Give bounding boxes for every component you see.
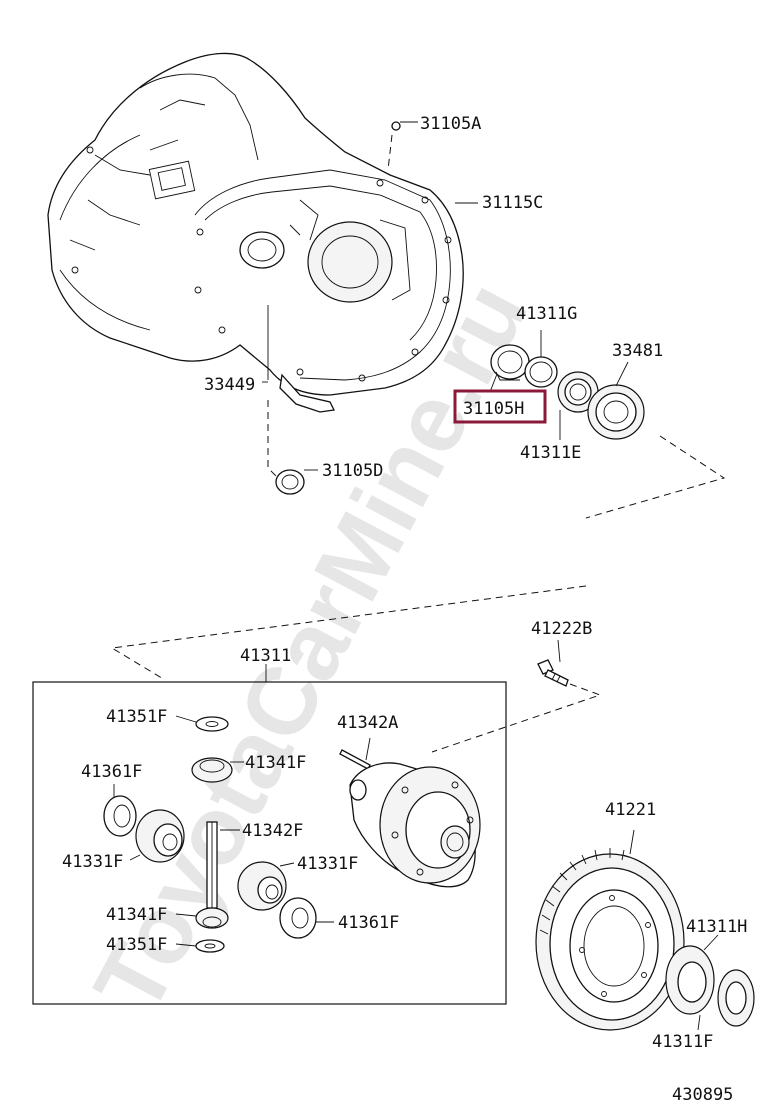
part-41331F-right[interactable] — [237, 861, 295, 911]
diagram-number: 430895 — [672, 1085, 733, 1105]
label-41221[interactable]: 41221 — [605, 800, 656, 820]
differential-case[interactable] — [349, 762, 481, 888]
label-31105A[interactable]: 31105A — [420, 114, 481, 134]
label-41361F-left[interactable]: 41361F — [81, 762, 142, 782]
differential-assembly-box — [32, 681, 507, 1005]
dashed-connector — [110, 585, 587, 681]
part-31105D[interactable] — [275, 469, 305, 495]
part-labels: 31105A 31115C 41311G 33481 31105H 41311E… — [62, 114, 747, 1105]
part-41221[interactable] — [535, 829, 685, 1031]
part-33481[interactable] — [587, 384, 645, 440]
part-41341F-top[interactable] — [191, 757, 244, 783]
part-41342A[interactable] — [339, 737, 371, 770]
label-41342A[interactable]: 41342A — [337, 713, 398, 733]
part-41351F-bottom[interactable] — [175, 939, 225, 953]
part-41331F-left[interactable] — [129, 809, 185, 863]
label-41351F-bottom[interactable]: 41351F — [106, 935, 167, 955]
label-41351F-top[interactable]: 41351F — [106, 707, 167, 727]
label-41341F-bottom[interactable]: 41341F — [106, 905, 167, 925]
label-41311H[interactable]: 41311H — [686, 917, 747, 937]
part-41341F-bottom[interactable] — [175, 907, 229, 929]
transaxle-housing[interactable] — [47, 52, 464, 396]
label-41222B[interactable]: 41222B — [531, 619, 592, 639]
part-41311G[interactable] — [524, 356, 558, 388]
label-41331F-left[interactable]: 41331F — [62, 852, 123, 872]
leader-lines-top — [262, 121, 726, 519]
part-41361F-right[interactable] — [279, 897, 334, 939]
part-41361F-left[interactable] — [103, 784, 137, 837]
selected-part-highlight — [453, 389, 547, 424]
part-33449[interactable] — [267, 305, 335, 413]
label-41311G[interactable]: 41311G — [516, 304, 577, 324]
label-41311[interactable]: 41311 — [240, 646, 291, 666]
part-41311F[interactable] — [697, 969, 755, 1031]
label-31105D[interactable]: 31105D — [322, 461, 383, 481]
label-31105H[interactable]: 31105H — [463, 399, 524, 419]
label-41342F[interactable]: 41342F — [242, 821, 303, 841]
part-41351F-top[interactable] — [175, 715, 229, 732]
label-41331F-right[interactable]: 41331F — [297, 854, 358, 874]
label-33481[interactable]: 33481 — [612, 341, 663, 361]
part-41222B[interactable] — [431, 639, 602, 753]
label-41311E[interactable]: 41311E — [520, 443, 581, 463]
label-31115C[interactable]: 31115C — [482, 193, 543, 213]
part-41311E[interactable] — [557, 371, 599, 413]
label-33449[interactable]: 33449 — [204, 375, 255, 395]
label-41341F-top[interactable]: 41341F — [245, 753, 306, 773]
part-41311H[interactable] — [665, 934, 719, 1015]
label-41311F[interactable]: 41311F — [652, 1032, 713, 1052]
label-41361F-right[interactable]: 41361F — [338, 913, 399, 933]
